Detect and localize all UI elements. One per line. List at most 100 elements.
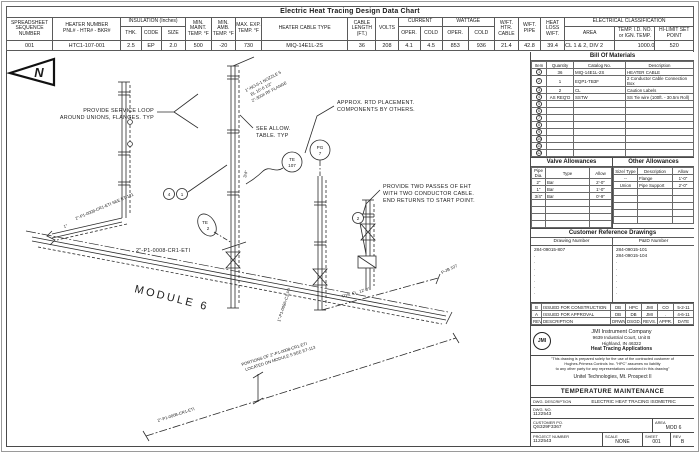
dwg-number-row: DWG. NO. 1122543: [531, 405, 694, 418]
cell-hi-limit: 520: [654, 40, 694, 52]
cell: REV.: [531, 317, 542, 325]
cell-min-amb: -20: [210, 40, 236, 52]
valve-header-allow: Allow: [589, 167, 612, 179]
reference-number: 284-09015-807: [534, 247, 566, 252]
label-tos-elevation: TOS. EL. 12'-0": [341, 286, 371, 299]
cell: 12: [531, 149, 547, 157]
te107-number: 107: [288, 163, 296, 168]
col-header-min-amb: MIN. AMB. TEMP. °F: [210, 17, 236, 42]
module-label: MODULE 6: [133, 283, 210, 313]
leader-service-loop: [157, 93, 199, 113]
cell: [672, 209, 694, 217]
customer-po-value: QS329F3367: [533, 425, 562, 430]
pipe-label-main: 2"-P1-0008-CR1-ETI: [136, 248, 190, 254]
cell-min-maint: 500: [184, 40, 212, 52]
table-row: [531, 206, 612, 214]
col-header-size: SIZE: [160, 25, 186, 42]
pipe-label-bottom: 2"-P1-0008-CR1-ETI: [157, 406, 195, 423]
leader-service-loop-2: [173, 111, 199, 129]
dim-label-1: 1": [63, 223, 68, 229]
cell: DATE: [673, 317, 694, 325]
pg7-tag: PG: [317, 145, 324, 150]
cell: Bar: [545, 192, 590, 200]
cell: [625, 121, 694, 129]
col-header-insulation: INSULATION (Inches): [120, 17, 186, 27]
reference-number: .: [534, 290, 536, 296]
cell: .: [657, 310, 674, 318]
te2-number: 2: [207, 226, 210, 231]
reference-number: .: [534, 265, 536, 271]
customer-po-label: CUSTOMER PO.: [533, 420, 563, 425]
cell-max-exp: 730: [234, 40, 262, 52]
cell: [546, 114, 574, 122]
scale-value: NONE: [615, 439, 630, 445]
isometric-drawing: N: [6, 56, 475, 442]
reference-number: .: [534, 259, 536, 265]
cell: 10: [531, 135, 547, 143]
cell: 2": [531, 178, 546, 186]
cell: CL: [573, 86, 626, 94]
col-header-heater: HEATER NUMBER PNL# - HTR# - BKR#: [52, 17, 122, 42]
bom-item-number: 3: [536, 87, 542, 93]
area-label: AREA: [655, 420, 666, 425]
cell: 1: [531, 68, 547, 76]
company-block: JMI JMI Instrument Company 9639 Industri…: [531, 326, 694, 356]
cell: 8: [531, 121, 547, 129]
sheet-label: SHEET: [645, 434, 658, 439]
bom-item-number: 4: [536, 94, 542, 100]
area-value: MOD 6: [665, 425, 682, 431]
reference-number: .: [534, 284, 536, 290]
table-row: [613, 188, 694, 196]
reference-number: .: [616, 284, 618, 290]
cell-seq: 001: [5, 40, 54, 52]
pid-number-header: P&ID Number: [638, 239, 669, 244]
bom-item-number: 1: [536, 69, 542, 75]
bom-item-number: 12: [536, 150, 542, 156]
reference-number: 284-09015-101: [616, 247, 648, 252]
cell: [672, 195, 694, 203]
project-number-label: PROJECT NUMBER: [533, 434, 570, 439]
reference-number: .: [616, 259, 618, 265]
cell: AS REQ'D: [546, 93, 574, 101]
cell: [573, 121, 626, 129]
cell: 2: [531, 75, 547, 87]
cell: [613, 209, 638, 217]
company-text: JMI Instrument Company 9639 Industrial C…: [551, 329, 692, 352]
valve-header-dia: Pipe Dia.: [531, 167, 546, 179]
drawing-number-header: Drawing Number: [531, 238, 613, 245]
col-header-current-oper: OPER.: [397, 25, 421, 42]
dwg-description-row: DWG. DESCRIPTION ELECTRIC HEAT TRACING I…: [531, 397, 694, 405]
table-row: [613, 202, 694, 210]
cell: DESCRIPTION: [541, 317, 611, 325]
rev-label: REV: [673, 434, 681, 439]
table-row: 11: [531, 142, 694, 150]
pipe-run-bottom: [142, 332, 460, 442]
cell: ISSUED FOR CONSTRUCTION: [541, 303, 611, 311]
annotation-two-passes-1: PROVIDE TWO PASSES OF EHT: [383, 184, 472, 190]
disclaimer-line-2: Hughes-Primess Controls Inc. "HPC" assum…: [564, 361, 661, 366]
dim-label-2: 3/4": [242, 169, 249, 178]
cell: JMI: [641, 303, 658, 311]
customer-reference-headers: Drawing Number P&ID Number: [531, 238, 694, 246]
cell: 1": [531, 185, 546, 193]
cell: [625, 149, 694, 157]
annotation-see-allow-1: SEE ALLOW.: [256, 126, 291, 132]
cell-cable-type: MIQ-14E1L-2S: [260, 40, 349, 52]
customer-reference-title: Customer Reference Drawings: [531, 229, 694, 238]
instrument-bubble-pg7: [309, 139, 331, 161]
col-header-volts: VOLTS: [375, 17, 399, 42]
reference-number: 284-09015-104: [616, 253, 648, 259]
cell: Bar: [545, 185, 590, 193]
cell: --: [613, 174, 638, 182]
other-header-size: Size/ Type: [613, 167, 638, 175]
annotation-two-passes-3: END RETURNS TO START POINT.: [383, 198, 475, 204]
table-row: 6: [531, 107, 694, 115]
bom-header-item: Item: [531, 61, 547, 69]
cell: [637, 216, 673, 224]
